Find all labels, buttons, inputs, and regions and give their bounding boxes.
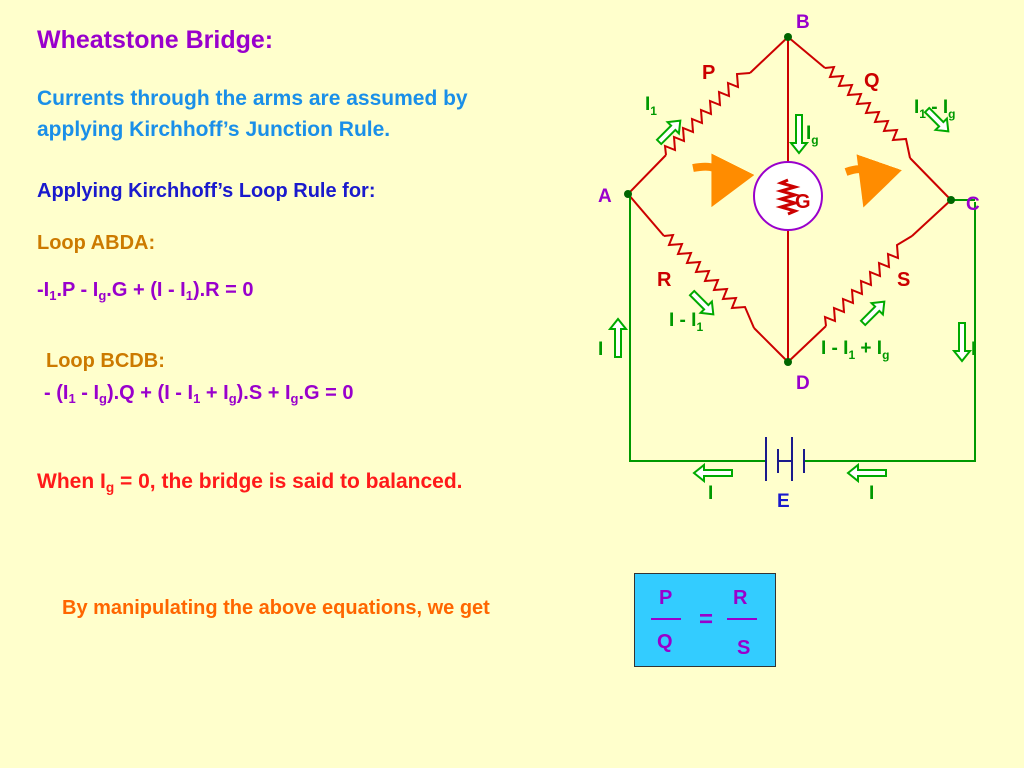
arrow-ig [788, 114, 810, 155]
arrow-i-minus-i1-plus-ig [859, 300, 886, 327]
loop-bcdb-label: Loop BCDB: [46, 350, 165, 372]
loop-bcdb-arrow [844, 154, 902, 208]
galvanometer-label: G [795, 191, 811, 213]
node-b-label: B [796, 12, 810, 33]
battery-e-label: E [777, 491, 790, 512]
loop-abda-arrow [692, 153, 755, 208]
intro-line-2: applying Kirchhoff’s Junction Rule. [37, 118, 391, 141]
fraction-bar-left [651, 618, 681, 620]
arrow-i-bottom-left [692, 462, 733, 484]
fraction-bar-right [727, 618, 757, 620]
current-i1-minus-ig-label: I1 - Ig [914, 97, 955, 121]
manipulating-text: By manipulating the above equations, we … [62, 597, 490, 619]
current-i1-label: I1 [645, 94, 657, 118]
loop-bcdb-equation: - (I1 - Ig).Q + (I - I1 + Ig).S + Ig.G =… [44, 382, 354, 406]
resistor-r [663, 233, 755, 329]
resistor-q [824, 65, 911, 159]
resistor-s-label: S [897, 269, 910, 291]
arrow-i1-minus-ig [923, 106, 950, 133]
loop-abda-equation: -I1.P - Ig.G + (I - I1).R = 0 [37, 279, 254, 303]
current-i-right-label: I [971, 339, 976, 360]
arrow-i1 [655, 119, 682, 146]
current-i-bottom-right-label: I [869, 483, 874, 504]
arrow-i-minus-i1 [688, 289, 715, 316]
result-p: P [659, 587, 673, 609]
battery-cell [765, 437, 805, 481]
resistor-q-label: Q [864, 70, 880, 92]
node-a-label: A [598, 186, 612, 207]
arrow-i-bottom-right [846, 462, 887, 484]
page-title: Wheatstone Bridge: [37, 26, 274, 54]
result-box: P Q = R S [634, 573, 776, 667]
current-arrows [607, 106, 973, 484]
balanced-condition: When Ig = 0, the bridge is said to balan… [37, 470, 463, 496]
galvanometer [753, 161, 823, 231]
loop-rule-heading: Applying Kirchhoff’s Loop Rule for: [37, 180, 376, 202]
current-i-minus-i1-label: I - I1 [669, 310, 703, 334]
result-q: Q [657, 631, 673, 653]
result-r: R [733, 587, 748, 609]
resistor-s [823, 235, 913, 327]
resistor-p-label: P [702, 62, 715, 84]
arrow-i-right [951, 322, 973, 363]
loop-abda-label: Loop ABDA: [37, 232, 156, 254]
arrow-i-left [607, 317, 629, 358]
intro-line-1: Currents through the arms are assumed by [37, 87, 468, 110]
result-s: S [737, 637, 751, 659]
node-c-label: C [966, 194, 980, 215]
current-i-minus-i1-plus-ig-label: I - I1 + Ig [821, 338, 889, 362]
current-i-left-label: I [598, 339, 603, 360]
result-equals: = [699, 606, 714, 633]
resistor-p [663, 72, 751, 156]
node-d-label: D [796, 373, 810, 394]
current-ig-label: Ig [806, 123, 819, 147]
junction-dots [624, 33, 955, 366]
current-i-bottom-left-label: I [708, 483, 713, 504]
resistor-r-label: R [657, 269, 672, 291]
